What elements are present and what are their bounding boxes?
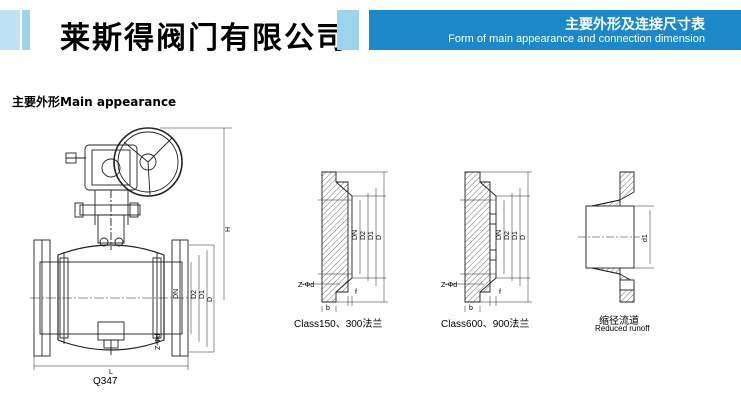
flangeB-caption: Class600、900法兰	[441, 319, 530, 330]
main-d1-label: D1	[199, 290, 206, 299]
flangeB-b-label: b	[469, 305, 473, 312]
header-title-en: Form of main appearance and connection d…	[448, 33, 705, 45]
flangeA-d-label: D	[376, 235, 383, 240]
reduced-d1-label: d1	[642, 234, 649, 242]
flangeA-z-label: Z-Φd	[298, 282, 314, 289]
main-l-label: L	[109, 369, 113, 376]
flangeB-d1-label: D1	[512, 231, 519, 240]
reduced-runoff-drawing	[578, 171, 654, 303]
flangeA-f-label: f	[355, 289, 357, 296]
model-caption: Q347	[93, 376, 118, 387]
main-d-label: D	[207, 297, 214, 302]
header-title-box: 主要外形及连接尺寸表 Form of main appearance and c…	[369, 10, 741, 50]
header-title-zh: 主要外形及连接尺寸表	[565, 17, 705, 33]
header-divider-bar	[337, 10, 359, 50]
flangeA-b-label: b	[326, 305, 330, 312]
flange-class150-drawing	[300, 171, 388, 312]
main-d2-label: D2	[191, 290, 198, 299]
main-dn-label: DN	[173, 289, 180, 299]
header-accent-bar	[0, 10, 20, 50]
flangeA-dn-label: DN	[352, 230, 359, 240]
flangeA-d2-label: D2	[360, 231, 367, 240]
section-title: 主要外形Main appearance	[12, 95, 177, 109]
flangeB-d-label: D	[520, 235, 527, 240]
main-z-label: Z-Φd	[155, 334, 162, 350]
header-accent-bar-2	[22, 10, 30, 50]
main-h-label: H	[225, 227, 232, 232]
flangeB-dn-label: DN	[496, 230, 503, 240]
flange-class600-drawing	[444, 171, 532, 312]
flangeB-f-label: f	[499, 289, 501, 296]
flangeA-d1-label: D1	[368, 231, 375, 240]
reduced-caption-zh: 缩径流道	[599, 316, 639, 327]
company-name: 莱斯得阀门有限公司	[60, 21, 348, 56]
reduced-caption-en: Reduced runoff	[595, 324, 650, 333]
ball-valve-drawing	[30, 127, 232, 370]
flangeB-z-label: Z-Φd	[441, 282, 457, 289]
flangeB-d2-label: D2	[504, 231, 511, 240]
flangeA-caption: Class150、300法兰	[294, 319, 383, 330]
